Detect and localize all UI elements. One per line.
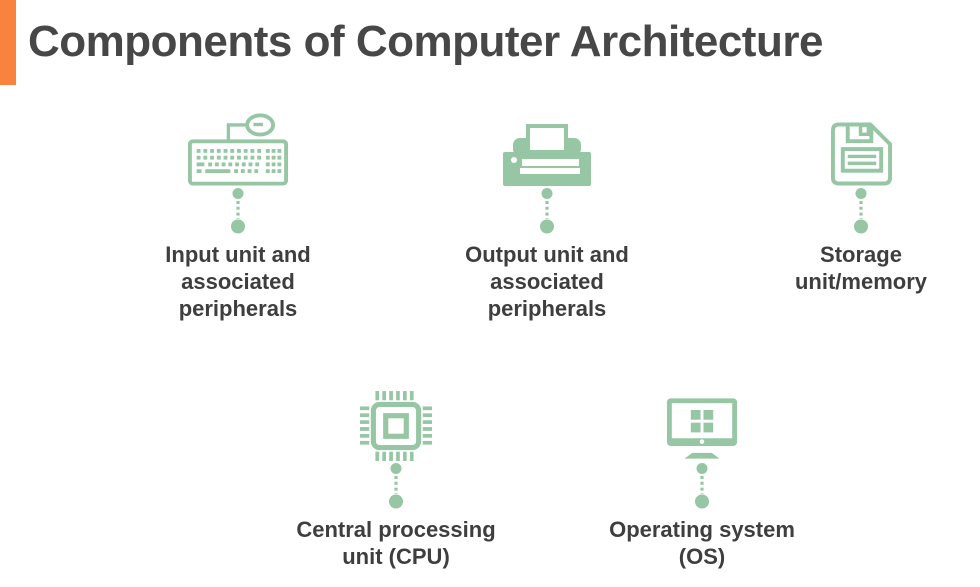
item-cpu: Central processing unit (CPU) xyxy=(276,383,516,570)
item-os: Operating system (OS) xyxy=(582,383,822,570)
label-line: peripherals xyxy=(178,296,298,321)
connector-icon xyxy=(694,463,710,509)
item-input-unit: Input unit and associated peripherals xyxy=(118,108,358,322)
label-line: associated xyxy=(181,269,295,294)
item-label: Central processing unit (CPU) xyxy=(296,516,495,570)
connector-icon xyxy=(388,463,404,509)
page-title: Components of Computer Architecture xyxy=(28,17,823,66)
connector-icon xyxy=(230,188,246,234)
connector-icon xyxy=(853,188,869,234)
label-line: (OS) xyxy=(678,544,726,569)
printer-icon xyxy=(503,108,591,186)
item-label: Operating system (OS) xyxy=(609,516,795,570)
label-line: Operating system xyxy=(609,517,795,542)
label-line: unit/memory xyxy=(794,269,928,294)
item-storage-unit: Storage unit/memory xyxy=(741,108,980,295)
label-line: Central processing xyxy=(296,517,496,542)
label-line: unit (CPU) xyxy=(342,544,450,569)
connector-icon xyxy=(539,188,555,234)
item-label: Input unit and associated peripherals xyxy=(165,241,310,322)
floppy-disk-icon xyxy=(830,108,892,186)
cpu-chip-icon xyxy=(360,383,432,461)
monitor-icon xyxy=(665,383,739,461)
item-output-unit: Output unit and associated peripherals xyxy=(427,108,667,322)
label-line: associated xyxy=(490,269,604,294)
label-line: Input unit and xyxy=(165,242,311,267)
keyboard-mouse-icon xyxy=(188,108,288,186)
item-label: Storage unit/memory xyxy=(795,241,927,295)
label-line: peripherals xyxy=(487,296,607,321)
accent-bar xyxy=(0,0,16,85)
label-line: Output unit and xyxy=(465,242,629,267)
item-label: Output unit and associated peripherals xyxy=(465,241,629,322)
label-line: Storage xyxy=(820,242,902,267)
